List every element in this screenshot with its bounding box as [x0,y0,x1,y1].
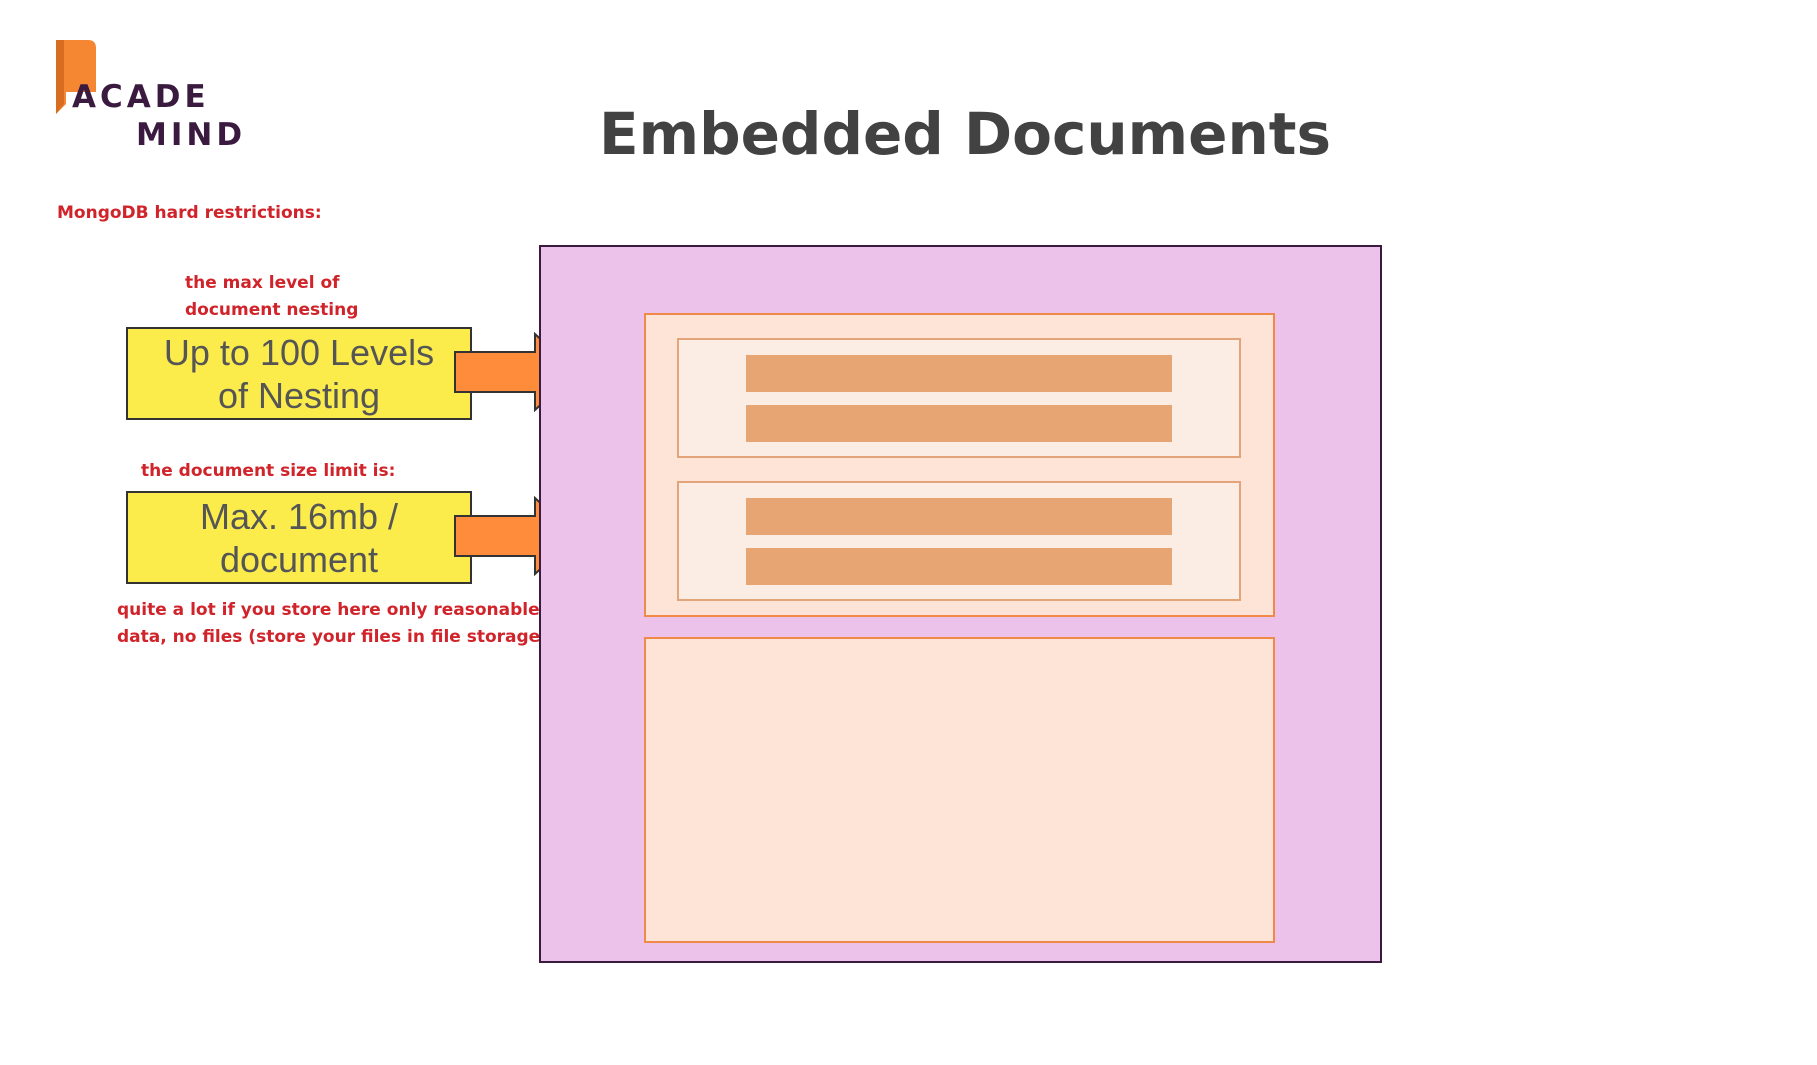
page-title: Embedded Documents [599,100,1331,168]
nesting-note: the max level of document nesting [185,273,359,320]
restrictions-heading: MongoDB hard restrictions: [57,203,322,223]
logo-text-line2: MIND [136,117,247,153]
nesting-limit-box: Up to 100 Levels of Nesting [126,327,472,420]
size-limit-text: Max. 16mb / document [199,495,399,580]
logo-text-line1: ACADE [72,79,210,115]
size-comment: quite a lot if you store here only reaso… [117,600,556,647]
nesting-limit-text: Up to 100 Levels of Nesting [163,331,435,416]
field-bar [746,498,1172,535]
size-limit-box: Max. 16mb / document [126,491,472,584]
field-bar [746,548,1172,585]
size-note: the document size limit is: [141,461,396,481]
embedded-document [644,637,1275,943]
field-bar [746,405,1172,442]
field-bar [746,355,1172,392]
academind-logo-icon [56,40,96,114]
